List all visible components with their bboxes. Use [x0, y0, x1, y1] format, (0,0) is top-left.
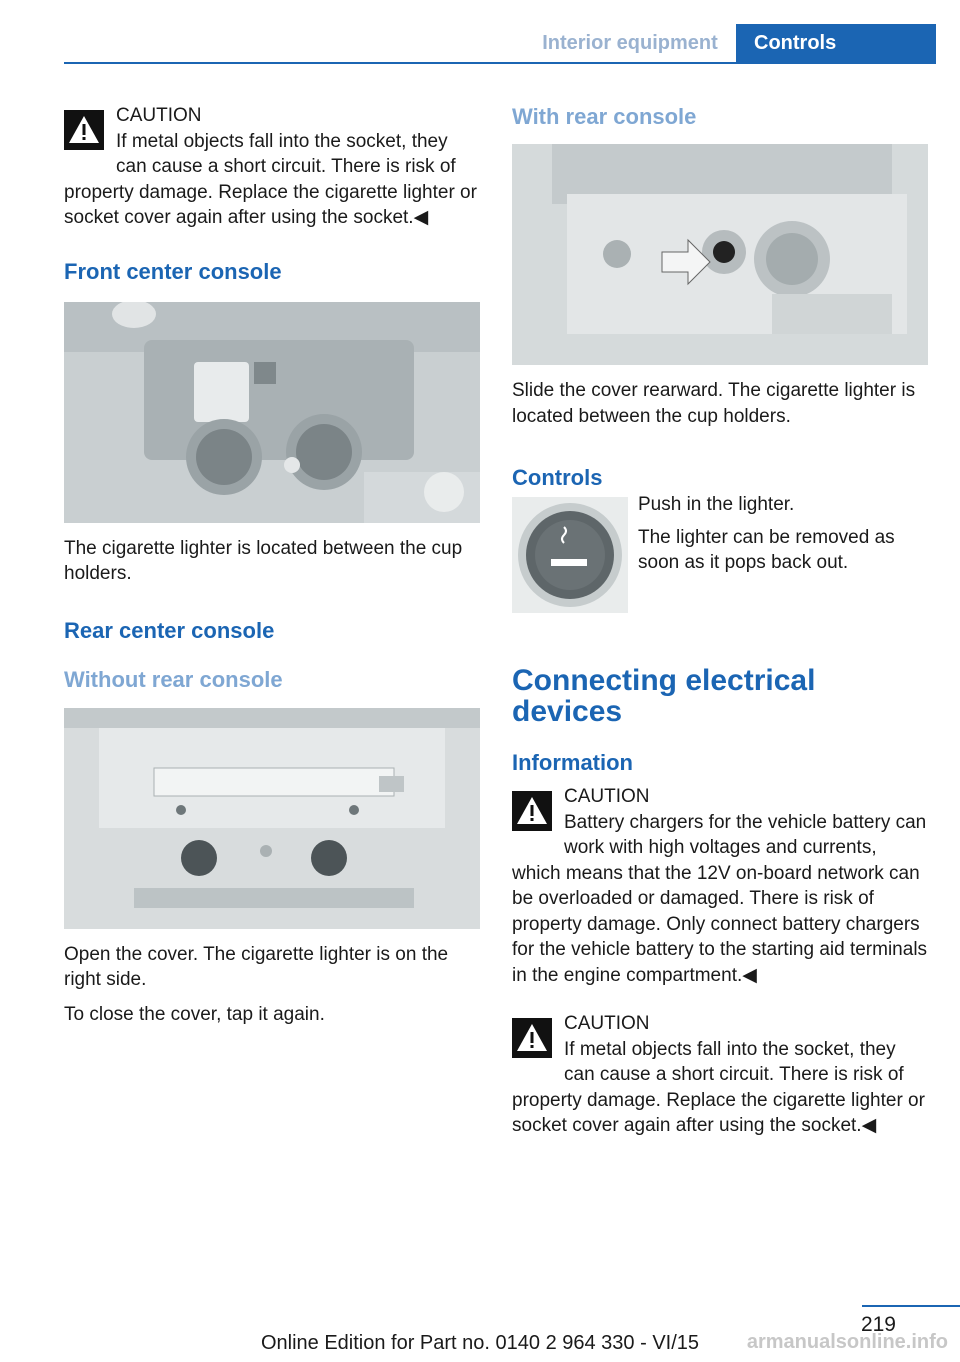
page-number: 219 [860, 1313, 896, 1336]
warning-icon [512, 1018, 552, 1058]
front-console-caption: The cigarette lighter is located between… [64, 537, 463, 585]
caution-title: CAUTION [564, 786, 650, 807]
warning-icon [64, 110, 104, 150]
caution-title: CAUTION [564, 1013, 650, 1034]
caution-note-socket: CAUTION If metal objects fall into the s… [512, 1011, 928, 1139]
warning-icon [512, 791, 552, 831]
rear-center-console-heading: Rear center console [64, 617, 275, 643]
caution-note-battery: CAUTION Battery chargers for the vehicle… [512, 784, 928, 988]
page-number-rule [862, 1305, 960, 1307]
left-column: CAUTION If metal objects fall into the s… [64, 103, 480, 1027]
front-console-photo [64, 301, 480, 523]
right-column: With rear console Slide the cover rearwa… [512, 103, 928, 1139]
caution-body: Battery chargers for the vehicle battery… [512, 811, 928, 986]
section-tab[interactable]: Interior equipment [542, 31, 718, 54]
edition-footer: Online Edition for Part no. 0140 2 964 3… [260, 1332, 700, 1354]
rear-console-without-photo [64, 707, 480, 929]
caution-body: If metal objects fall into the socket, t… [512, 1038, 925, 1137]
controls-text-remove: The lighter can be removed as soon as it… [638, 526, 895, 574]
controls-heading: Controls [512, 465, 603, 490]
caution-body: If metal objects fall into the socket, t… [64, 130, 477, 229]
controls-text-push: Push in the lighter. [638, 494, 795, 515]
without-rear-console-caption: Open the cover. The cigarette lighter is… [64, 943, 449, 991]
watermark: armanualsonline.info [746, 1331, 948, 1353]
connecting-electrical-devices-heading: Connecting electrical devices [512, 664, 816, 728]
controls-block: Push in the lighter. The lighter can be … [512, 491, 928, 617]
lighter-photo [512, 497, 628, 613]
front-center-console-heading: Front center console [64, 258, 282, 284]
information-heading: Information [512, 750, 633, 775]
chapter-tab[interactable]: Controls [736, 24, 936, 62]
caution-note: CAUTION If metal objects fall into the s… [64, 103, 480, 231]
header-tabs: Interior equipment Controls [524, 24, 936, 62]
caution-title: CAUTION [116, 105, 202, 126]
with-rear-console-caption: Slide the cover rearward. The cigarette … [512, 380, 916, 427]
close-cover-instruction: To close the cover, tap it again. [64, 1003, 325, 1025]
rear-console-with-photo [512, 144, 928, 365]
with-rear-console-heading: With rear console [512, 104, 697, 129]
without-rear-console-heading: Without rear console [64, 666, 283, 692]
header-rule [64, 62, 936, 64]
